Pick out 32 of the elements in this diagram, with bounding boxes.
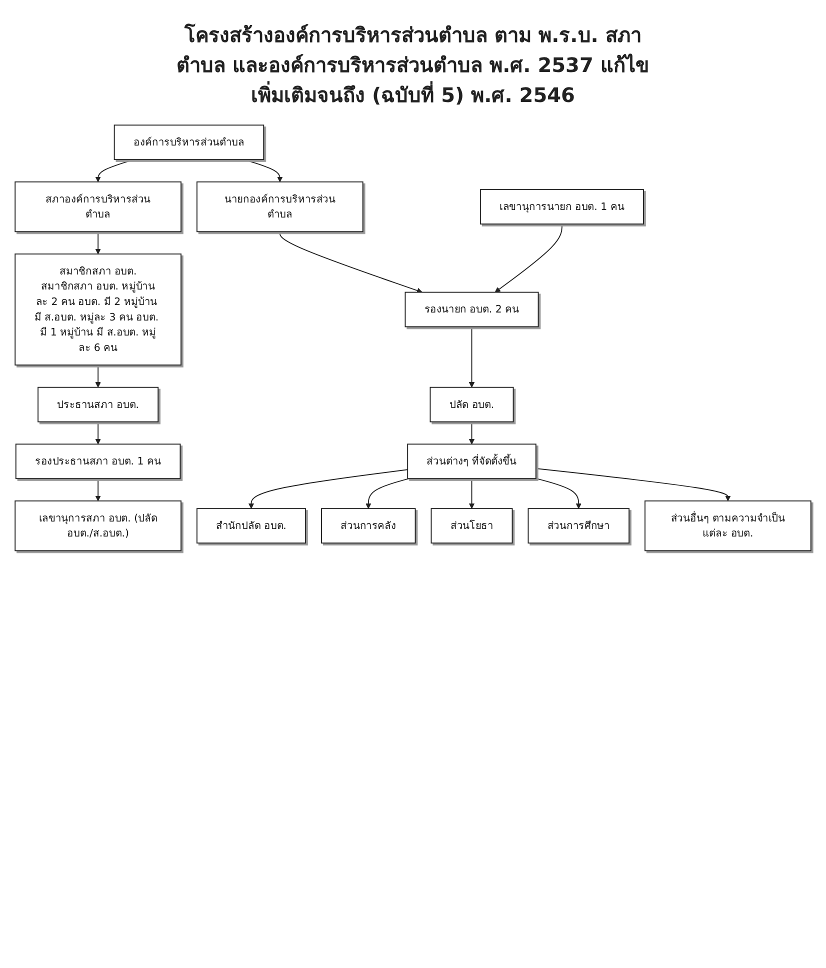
node-box: ส่วนต่างๆ ที่จัดตั้งขึ้น bbox=[407, 444, 536, 480]
diagram-title: โครงสร้างองค์การบริหารส่วนตำบล ตาม พ.ร.บ. สภาตำบล และองค์การบริหารส่วนตำบล พ.ศ. 2537 แก้ไขเพิ่มเติมจนถึง (ฉบับที่ 5) พ.ศ. 2546 bbox=[176, 22, 650, 109]
node-box: ส่วนการคลัง bbox=[321, 508, 416, 544]
arrow bbox=[248, 469, 408, 509]
arrow bbox=[244, 159, 283, 182]
node-box: รองนายก อบต. 2 คน bbox=[404, 292, 539, 328]
arrow bbox=[95, 364, 101, 388]
arrow bbox=[95, 421, 101, 444]
arrow bbox=[535, 478, 582, 509]
node-box: เลขานุการสภา อบต. (ปลัดอบต./ส.อบต.) bbox=[14, 500, 182, 552]
node-box: ประธานสภา อบต. bbox=[38, 386, 159, 422]
arrow bbox=[279, 231, 422, 294]
arrow bbox=[95, 231, 101, 254]
node-box: สำนักปลัด อบต. bbox=[196, 508, 306, 544]
arrow bbox=[535, 468, 731, 502]
node-box: เลขานุการนายก อบต. 1 คน bbox=[480, 189, 644, 224]
arrow bbox=[366, 478, 410, 509]
node-box: สมาชิกสภา อบต. สมาชิกสภา อบต. หมู่บ้านละ 2 คน อบต. มี 2 หมู่บ้าน มี ส.อบต. หมู่ละ 3 คน อบต. มี 1 หมู่บ้าน มี ส.อบต. หมู่ละ 6 คน bbox=[14, 254, 182, 366]
arrow bbox=[468, 478, 475, 509]
arrow bbox=[95, 159, 134, 182]
arrow bbox=[468, 421, 475, 444]
arrow bbox=[95, 478, 101, 502]
node-box: นายกองค์การบริหารส่วนตำบล bbox=[196, 181, 364, 232]
arrow bbox=[494, 224, 562, 293]
node-box: ส่วนอื่นๆ ตามความจำเป็นแต่ละ อบต. bbox=[644, 500, 812, 552]
node-box: ปลัด อบต. bbox=[430, 386, 514, 422]
node-box: องค์การบริหารส่วนตำบล bbox=[114, 124, 264, 160]
arrow bbox=[468, 326, 475, 388]
node-box: ส่วนการศึกษา bbox=[528, 508, 630, 544]
node-box: ส่วนโยธา bbox=[430, 508, 513, 544]
node-box: รองประธานสภา อบต. 1 คน bbox=[15, 444, 181, 480]
node-box: สภาองค์การบริหารส่วนตำบล bbox=[14, 181, 182, 232]
